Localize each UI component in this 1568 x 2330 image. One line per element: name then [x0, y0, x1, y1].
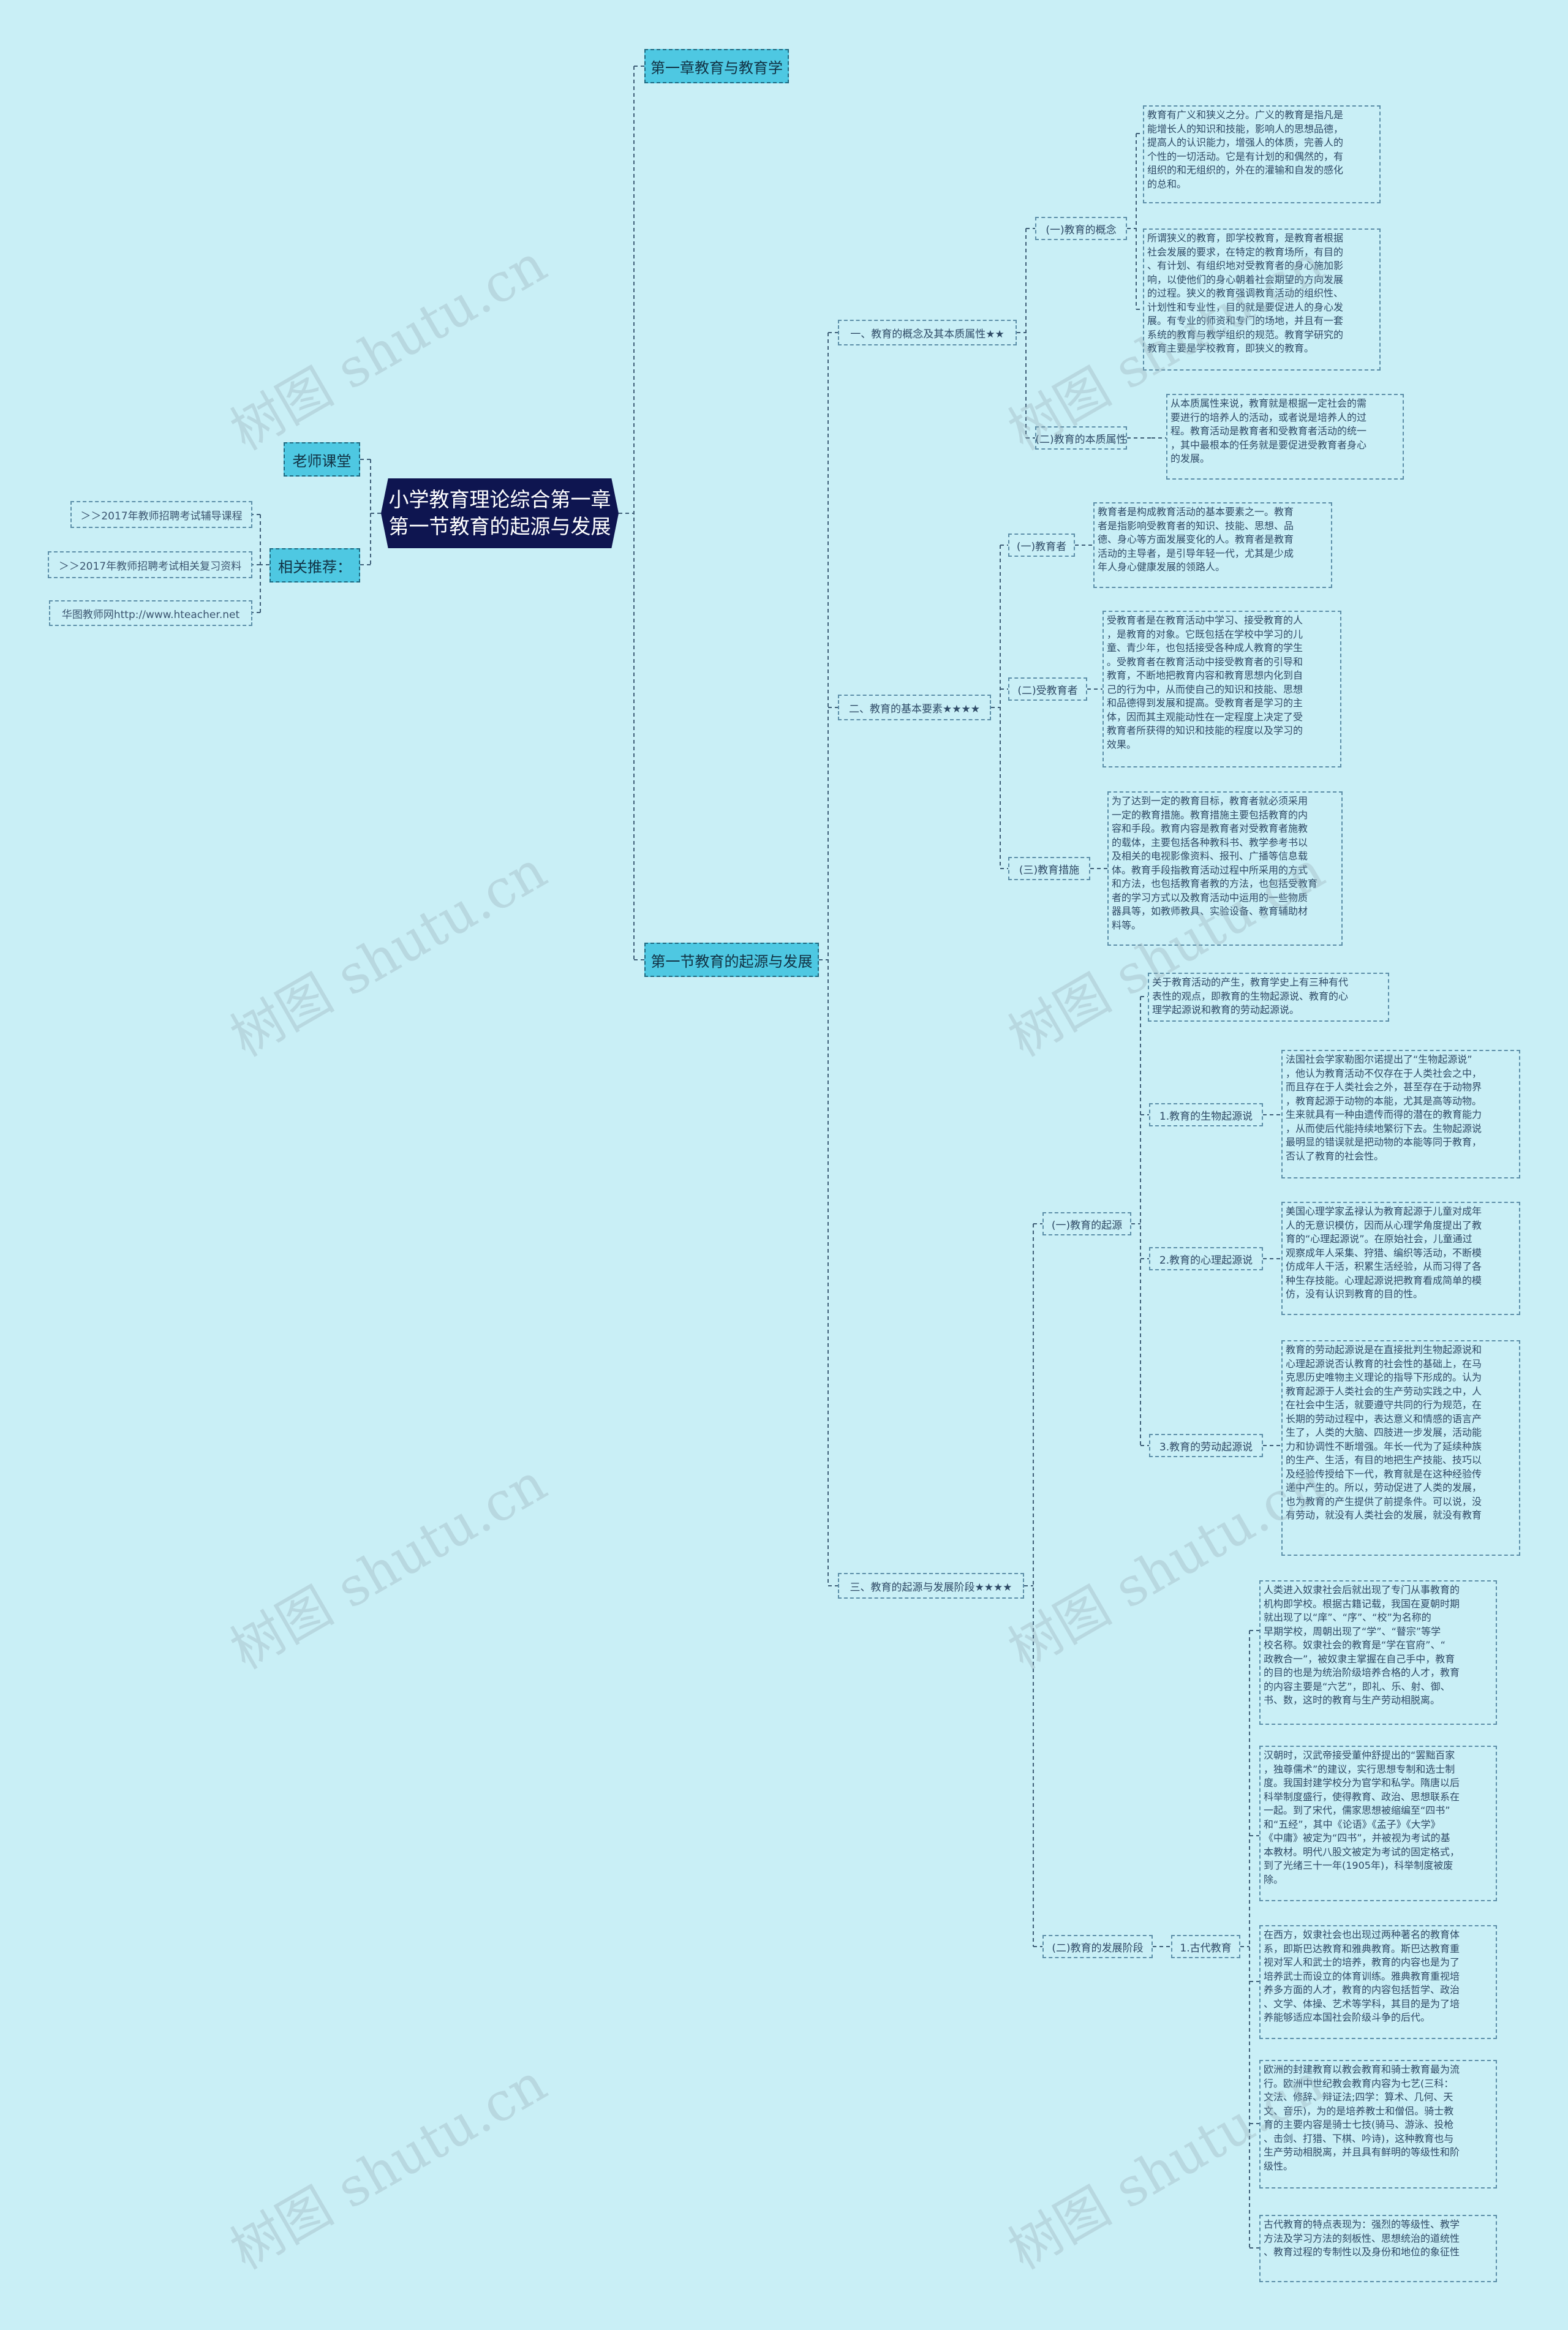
recommend-item-course[interactable]: ＞＞2017年教师招聘考试辅导课程 — [70, 501, 252, 528]
recommend-item-website[interactable]: 华图教师网http://www.hteacher.net — [49, 600, 252, 626]
text-narrow-education: 所谓狭义的教育，即学校教育，是教育者根据 社会发展的要求，在特定的教育场所，有目… — [1143, 228, 1381, 371]
sub-learner[interactable]: (二)受教育者 — [1008, 677, 1087, 701]
text-origin-intro: 关于教育活动的产生，教育学史上有三种有代 表性的观点，即教育的生物起源说、教育的… — [1148, 973, 1389, 1022]
text-ancient-features: 古代教育的特点表现为：强烈的等级性、教学 方法及学习方法的刻板性、思想统治的道统… — [1259, 2215, 1497, 2282]
text-feudal-china: 汉朝时，汉武帝接受董仲舒提出的“罢黜百家 ，独尊儒术”的建议，实行思想专制和选士… — [1259, 1746, 1497, 1901]
recommend-node[interactable]: 相关推荐： — [270, 548, 360, 582]
text-slave-society-china: 人类进入奴隶社会后就出现了专门从事教育的 机构即学校。根据古籍记载，我国在夏朝时… — [1259, 1580, 1497, 1725]
text-labor-origin: 教育的劳动起源说是在直接批判生物起源说和 心理起源说否认教育的社会性的基础上，在… — [1281, 1340, 1520, 1556]
text-essence: 从本质属性来说，教育就是根据一定社会的需 要进行的培养人的活动，或者说是培养人的… — [1166, 394, 1404, 480]
text-biological-origin: 法国社会学家勒图尔诺提出了“生物起源说” ，他认为教育活动不仅存在于人类社会之中… — [1281, 1050, 1520, 1178]
sub-biological-origin[interactable]: 1.教育的生物起源说 — [1149, 1103, 1263, 1126]
sub-origin[interactable]: (一)教育的起源 — [1042, 1212, 1131, 1235]
sub-ancient-education[interactable]: 1.古代教育 — [1171, 1935, 1240, 1958]
recommend-item-materials[interactable]: ＞＞2017年教师招聘考试相关复习资料 — [48, 551, 252, 578]
text-learner: 受教育者是在教育活动中学习、接受教育的人 ，是教育的对象。它既包括在学校中学习的… — [1102, 611, 1341, 767]
topic-elements[interactable]: 二、教育的基本要素★★★★ — [838, 695, 991, 720]
sub-labor-origin[interactable]: 3.教育的劳动起源说 — [1149, 1434, 1263, 1457]
teacher-class-node[interactable]: 老师课堂 — [284, 442, 360, 477]
root-title-line2: 第一节教育的起源与发展 — [388, 515, 611, 538]
topic-origin-development[interactable]: 三、教育的起源与发展阶段★★★★ — [838, 1573, 1024, 1599]
text-european-feudal: 欧洲的封建教育以教会教育和骑士教育最为流 行。欧洲中世纪教会教育内容为七艺(三科… — [1259, 2060, 1497, 2189]
text-psychological-origin: 美国心理学家孟禄认为教育起源于儿童对成年 人的无意识模仿，因而从心理学角度提出了… — [1281, 1202, 1520, 1315]
topic-concept[interactable]: 一、教育的概念及其本质属性★★ — [838, 320, 1017, 345]
root-title-line1: 小学教育理论综合第一章 — [388, 488, 611, 511]
text-broad-education: 教育有广义和狭义之分。广义的教育是指凡是 能增长人的知识和技能，影响人的思想品德… — [1143, 105, 1381, 203]
sub-educator[interactable]: (一)教育者 — [1008, 533, 1075, 557]
root-node[interactable]: 小学教育理论综合第一章 第一节教育的起源与发展 — [381, 478, 619, 548]
sub-essence[interactable]: (二)教育的本质属性 — [1035, 426, 1127, 450]
text-educator: 教育者是构成教育活动的基本要素之一。教育 者是指影响受教育者的知识、技能、思想、… — [1093, 502, 1332, 588]
sub-measures[interactable]: (三)教育措施 — [1008, 857, 1090, 880]
section-node[interactable]: 第一节教育的起源与发展 — [644, 943, 819, 977]
chapter-node[interactable]: 第一章教育与教育学 — [644, 49, 789, 83]
sub-concept[interactable]: (一)教育的概念 — [1035, 217, 1127, 240]
text-measures: 为了达到一定的教育目标，教育者就必须采用 一定的教育措施。教育措施主要包括教育的… — [1107, 791, 1343, 946]
sub-psychological-origin[interactable]: 2.教育的心理起源说 — [1149, 1247, 1263, 1270]
sub-development-stages[interactable]: (二)教育的发展阶段 — [1042, 1935, 1153, 1958]
text-western-slave: 在西方，奴隶社会也出现过两种著名的教育体 系，即斯巴达教育和雅典教育。斯巴达教育… — [1259, 1925, 1497, 2039]
